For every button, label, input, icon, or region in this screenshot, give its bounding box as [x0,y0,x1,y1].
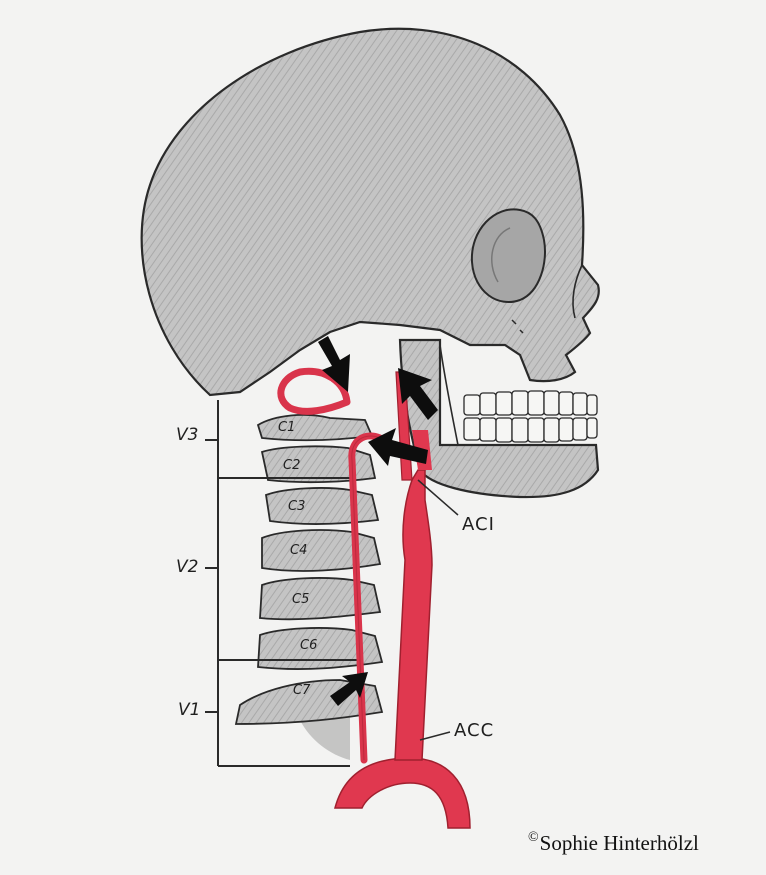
copyright-symbol: © [528,830,539,845]
vertebra-label-c7: C7 [293,683,310,698]
common-carotid-artery [395,470,432,760]
lower-teeth [464,418,597,442]
vertebra-label-c2: C2 [283,458,300,473]
credit-name: Sophie Hinterhölzl [540,831,699,855]
copyright-credit: ©Sophie Hinterhölzl [528,830,699,856]
vertebra-c1 [258,415,372,440]
segment-label-v3: V3 [176,425,198,445]
vertebra-label-c4: C4 [290,543,307,558]
acc-leader [420,732,450,740]
segment-label-v2: V2 [176,557,198,577]
upper-teeth [464,391,597,415]
vertebra-label-c1: C1 [278,420,295,435]
vertebra-label-c3: C3 [288,499,305,514]
aortic-arch [335,758,470,828]
vertebra-label-c6: C6 [300,638,317,653]
vertebra-label-c5: C5 [292,592,309,607]
vertebra-c4 [262,530,380,571]
vertebra-c5 [260,578,380,619]
skull-cranium [142,29,599,395]
artery-label-acc: ACC [454,720,494,741]
segment-label-v1: V1 [178,700,200,720]
vertebra-c3 [266,488,378,524]
vertebra-c2 [262,446,375,482]
artery-label-aci: ACI [462,514,495,535]
